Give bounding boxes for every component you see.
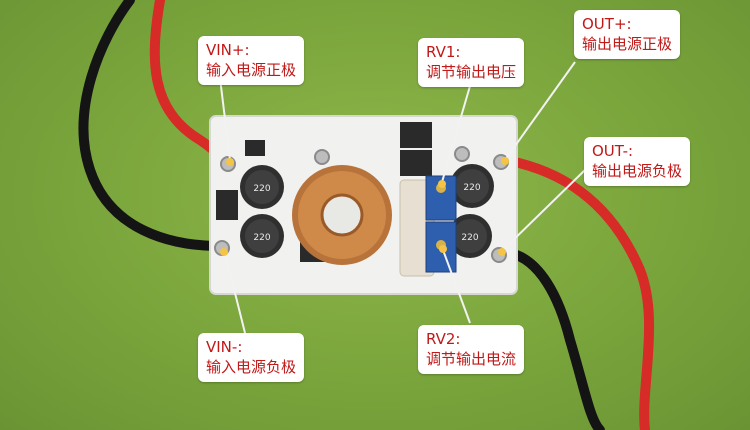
input-capacitor-2: 220 bbox=[240, 214, 284, 258]
callout-vin-plus-title: VIN+: bbox=[206, 41, 250, 59]
leader-dots bbox=[220, 157, 509, 256]
callout-rv1: RV1: 调节输出电压 bbox=[418, 38, 525, 87]
callout-rv2-desc: 调节输出电流 bbox=[426, 350, 517, 369]
svg-text:220: 220 bbox=[461, 233, 478, 243]
input-capacitor-1: 220 bbox=[240, 165, 284, 209]
callout-rv2: RV2: 调节输出电流 bbox=[418, 325, 525, 374]
callout-rv1-desc: 调节输出电压 bbox=[426, 63, 517, 82]
output-diode-2 bbox=[400, 150, 432, 176]
rv1-potentiometer bbox=[425, 175, 457, 221]
svg-text:220: 220 bbox=[253, 184, 270, 194]
callout-vin-minus-desc: 输入电源负极 bbox=[206, 358, 297, 377]
terminal-mid2 bbox=[454, 146, 470, 162]
terminal-mid1 bbox=[314, 149, 330, 165]
svg-text:220: 220 bbox=[463, 183, 480, 193]
callout-rv1-title: RV1: bbox=[426, 43, 461, 61]
output-capacitor-2: 220 bbox=[448, 214, 492, 258]
input-black-wire bbox=[78, 0, 220, 251]
callout-out-minus-desc: 输出电源负极 bbox=[592, 162, 683, 181]
callout-out-minus: OUT-: 输出电源负极 bbox=[584, 137, 691, 186]
output-red-wire bbox=[500, 155, 655, 430]
output-capacitor-1: 220 bbox=[450, 164, 494, 208]
output-black-wire bbox=[500, 247, 605, 430]
callout-rv2-title: RV2: bbox=[426, 330, 461, 348]
callout-vin-minus: VIN-: 输入电源负极 bbox=[198, 333, 305, 382]
callout-out-plus-title: OUT+: bbox=[582, 15, 632, 33]
input-ic bbox=[245, 140, 265, 156]
svg-text:220: 220 bbox=[253, 233, 270, 243]
leader-lines bbox=[219, 61, 586, 334]
callout-out-plus-desc: 输出电源正极 bbox=[582, 35, 673, 54]
callout-vin-minus-title: VIN-: bbox=[206, 338, 243, 356]
input-diode bbox=[216, 190, 238, 220]
callout-out-plus: OUT+: 输出电源正极 bbox=[574, 10, 681, 59]
output-diode-1 bbox=[400, 122, 432, 148]
callout-vin-plus: VIN+: 输入电源正极 bbox=[198, 36, 305, 85]
toroid-inductor bbox=[292, 165, 392, 265]
callout-out-minus-title: OUT-: bbox=[592, 142, 634, 160]
callout-vin-plus-desc: 输入电源正极 bbox=[206, 61, 297, 80]
